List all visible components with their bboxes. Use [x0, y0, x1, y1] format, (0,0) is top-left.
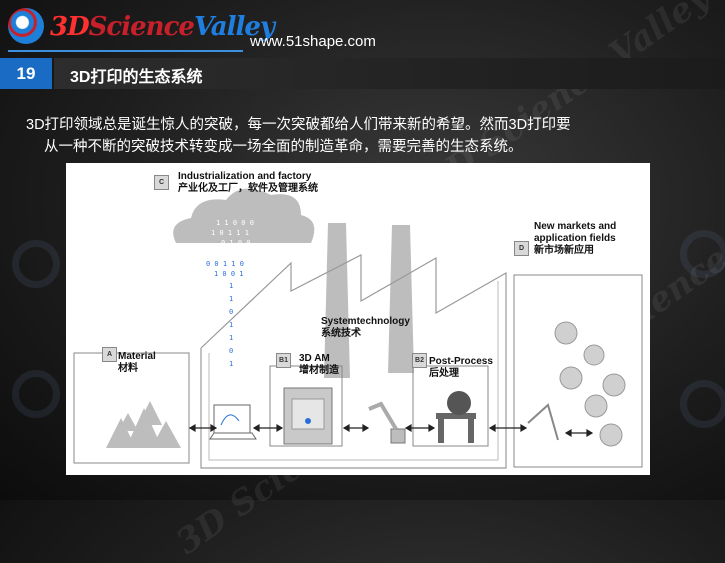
- flow-arrows: [188, 423, 594, 438]
- section-a-label: Material 材料: [118, 351, 156, 374]
- lab-flask-icon: [554, 321, 578, 345]
- binary-stream-row: 0: [229, 308, 233, 316]
- slide-number: 19: [0, 58, 52, 89]
- post-process-machine-icon: [436, 391, 476, 443]
- site-url: www.51shape.com: [250, 33, 376, 50]
- material-pile-icon: [106, 401, 181, 448]
- printer-icon: [283, 387, 333, 445]
- calipers-icon: [527, 403, 559, 441]
- binary-stream-row: 1 0 0 1: [214, 270, 244, 278]
- market-icons: [554, 321, 626, 447]
- brand-logo: 3DScienceValley: [8, 8, 275, 50]
- cloud-binary-row: 1 0 1 1 1: [211, 229, 249, 237]
- body-paragraph: 3D打印领域总是诞生惊人的突破，每一次突破都给人们带来新的希望。然而3D打印要 …: [26, 114, 706, 158]
- section-tag: D: [514, 241, 529, 256]
- section-c-label: Industrialization and factory 产业化及工厂，软件及…: [178, 171, 318, 194]
- robot-arm-icon: [368, 401, 406, 444]
- watermark-logo-icon: [12, 370, 60, 418]
- section-tag: C: [154, 175, 169, 190]
- section-d-label: New markets and application fields 新市场新应…: [534, 221, 617, 256]
- binary-stream-row: 1: [229, 334, 233, 342]
- section-tag: B1: [276, 353, 291, 368]
- binary-stream-row: 0 0 1 1 0: [206, 260, 244, 268]
- post-process-box: [412, 365, 489, 447]
- computer-icon: [209, 404, 257, 440]
- medical-cross-icon: [559, 366, 583, 390]
- systemtechnology-label: Systemtechnology 系统技术: [321, 316, 410, 339]
- new-markets-box: [513, 274, 643, 468]
- chimney-icon: [324, 223, 350, 378]
- logo-ring-icon: [8, 8, 44, 44]
- binary-stream-row: 1: [229, 360, 233, 368]
- body-line-1: 3D打印领域总是诞生惊人的突破，每一次突破都给人们带来新的希望。然而3D打印要: [26, 117, 571, 133]
- am-box: [269, 365, 343, 447]
- cloud-binary-row: 0 1 0 0: [221, 239, 251, 247]
- slide-title: 3D打印的生态系统: [70, 69, 203, 86]
- ecosystem-diagram-graphic: 1 1 0 0 0 1 0 1 1 1 0 1 0 0 0 0 1 1 0 1 …: [73, 188, 643, 469]
- watermark-logo-icon: [680, 230, 725, 278]
- cloud-icon: [173, 188, 315, 243]
- factory-outline: [200, 254, 507, 469]
- binary-stream-row: 1: [229, 295, 233, 303]
- brand-name: 3DScienceValley: [50, 12, 275, 42]
- title-bar: [54, 58, 725, 89]
- header-divider: [8, 50, 243, 52]
- cloud-binary-row: 1 1 0 0 0: [216, 219, 254, 227]
- body-line-2: 从一种不断的突破技术转变成一场全面的制造革命，需要完善的生态系统。: [44, 139, 523, 155]
- binary-stream-row: 1: [229, 282, 233, 290]
- material-box: [73, 352, 190, 464]
- binary-stream-row: 1: [229, 321, 233, 329]
- section-tag: B2: [412, 353, 427, 368]
- gear-icon: [599, 423, 623, 447]
- section-tag: A: [102, 347, 117, 362]
- section-b2-label: Post-Process 后处理: [429, 356, 493, 379]
- section-b1-label: 3D AM 增材制造: [299, 353, 339, 376]
- chimney-icon: [388, 225, 414, 373]
- ecosystem-diagram: 1 1 0 0 0 1 0 1 1 1 0 1 0 0 0 0 1 1 0 1 …: [66, 163, 650, 475]
- robot-icon: [583, 344, 605, 366]
- binary-stream-row: 0: [229, 347, 233, 355]
- watermark-logo-icon: [680, 380, 725, 428]
- leaf-icon: [584, 394, 608, 418]
- aircraft-engine-icon: [602, 373, 626, 397]
- watermark-logo-icon: [12, 240, 60, 288]
